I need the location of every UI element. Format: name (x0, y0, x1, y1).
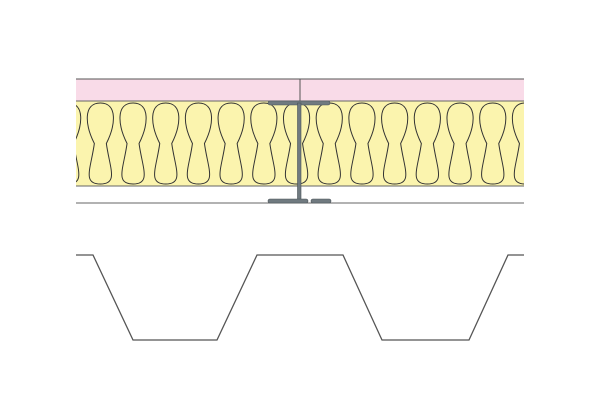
insulation-loop (152, 102, 180, 185)
insulation-loop (315, 102, 343, 185)
insulation-loop (479, 102, 507, 185)
insulation-loop (283, 102, 311, 185)
i-beam-bottom-flange (267, 198, 309, 204)
insulation-layer (76, 100, 524, 187)
trapezoidal-deck-profile (76, 254, 524, 341)
insulation-loop (381, 102, 409, 185)
insulation-loop (76, 105, 82, 183)
i-beam-web (297, 102, 302, 201)
insulation-pattern (76, 102, 524, 185)
insulation-loop (511, 102, 524, 185)
insulation-loop (119, 102, 147, 185)
insulation-loop (184, 102, 212, 185)
board-layer (76, 78, 524, 101)
i-beam (267, 100, 332, 204)
insulation-loop (446, 102, 474, 185)
i-beam-bottom-flange-clip (310, 198, 332, 204)
insulation-loop (250, 102, 278, 185)
insulation-loop (217, 102, 245, 185)
insulation-loop (348, 102, 376, 185)
insulation-loop (86, 102, 114, 185)
insulation-loop (413, 102, 441, 185)
